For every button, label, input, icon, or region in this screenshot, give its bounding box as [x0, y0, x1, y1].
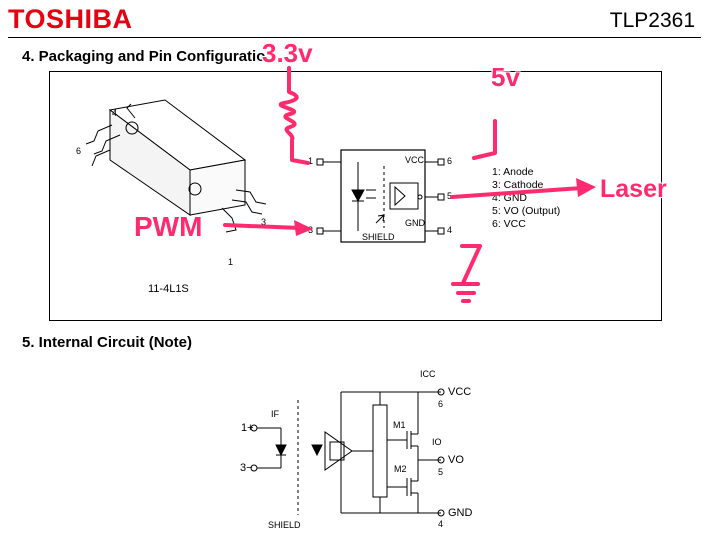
optocoupler-symbol [316, 149, 445, 243]
label-m2: M2 [394, 464, 407, 474]
brand-logo: TOSHIBA [8, 4, 133, 34]
resistor-squiggle [278, 66, 310, 165]
annotation-laser: Laser [600, 175, 667, 203]
section5-title: 5. Internal Circuit (Note) [22, 334, 193, 351]
pin-desc-anode: 1: Anode [492, 166, 534, 178]
internal-circuit [250, 388, 445, 517]
pin-desc-cathode: 3: Cathode [492, 179, 544, 191]
package-pin-4-label: 4 [112, 108, 118, 118]
annotation-pwm: PWM [134, 211, 203, 242]
ic-pin6-number: 6 [447, 156, 453, 166]
package-pin-3-label: 3 [261, 217, 267, 227]
ic-gnd-label: GND [405, 218, 425, 228]
package-pin-1-label: 1 [228, 257, 234, 267]
label-cathode: 3− [240, 462, 253, 474]
vcc-wire [472, 119, 497, 160]
label-if: IF [271, 409, 279, 419]
package-drawing [85, 99, 267, 233]
label-vcc: VCC [448, 386, 472, 398]
ic-pin5-number: 5 [447, 191, 453, 201]
gnd-symbol [451, 282, 480, 303]
package-pin-6-label: 6 [76, 146, 82, 156]
pin-desc-vo: 5: VO (Output) [492, 205, 561, 217]
label-m1: M1 [393, 420, 406, 430]
gnd-wire [460, 244, 482, 285]
part-number: TLP2361 [609, 9, 695, 32]
pin-desc-vcc: 6: VCC [492, 218, 526, 230]
annotation-5v: 5v [491, 62, 520, 92]
annotation-3v3: 3.3v [262, 38, 313, 68]
label-pin5: 5 [438, 467, 444, 477]
label-gnd: GND [448, 507, 473, 519]
label-vo: VO [448, 454, 464, 466]
ic-pin1-number: 1 [308, 156, 314, 166]
pwm-arrow [223, 223, 302, 230]
label-shield: SHIELD [268, 520, 301, 530]
package-code: 11-4L1S [148, 283, 189, 295]
ic-pin4-number: 4 [447, 225, 453, 235]
label-anode: 1+ [241, 422, 254, 434]
label-pin6: 6 [438, 399, 444, 409]
label-pin4: 4 [438, 519, 444, 529]
ic-vcc-label: VCC [405, 155, 425, 165]
label-icc: ICC [420, 369, 436, 379]
section4-title: 4. Packaging and Pin Configuratio [22, 48, 266, 65]
label-io: IO [432, 437, 442, 447]
ic-shield-label: SHIELD [362, 232, 395, 242]
laser-arrow [450, 186, 584, 199]
header-rule [8, 37, 701, 38]
